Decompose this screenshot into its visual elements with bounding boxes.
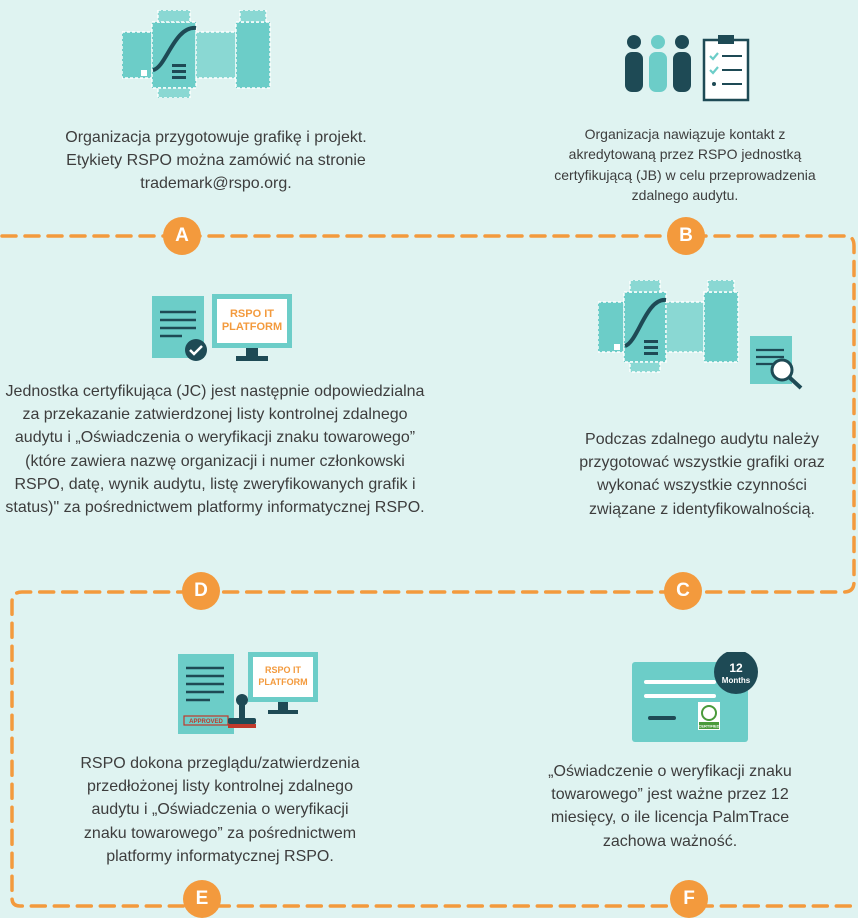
step-f-text: „Oświadczenie o weryfikacji znaku towaro… <box>548 763 792 850</box>
certified-label: CERTIFIED <box>698 724 719 729</box>
people-checklist-icon <box>625 35 750 102</box>
platform-label-1: RSPO IT <box>230 308 274 320</box>
step-c-text: Podczas zdalnego audytu należy przygotow… <box>579 431 825 518</box>
packaging-box-icon <box>122 10 271 98</box>
step-b-text: Organizacja nawiązuje kontakt z akredyto… <box>554 126 816 203</box>
document-monitor-icon: RSPO IT PLATFORM <box>152 294 292 361</box>
step-d-text: Jednostka certyfikująca (JC) jest następ… <box>5 383 425 516</box>
step-e-badge: E <box>183 880 221 918</box>
platform-label-2: PLATFORM <box>222 321 282 333</box>
step-e-text: RSPO dokona przeglądu/zatwierdzenia prze… <box>80 755 360 865</box>
approved-label: APPROVED <box>189 719 223 725</box>
months-number: 12 <box>729 661 743 675</box>
months-label: Months <box>722 676 751 685</box>
platform-label-3: RSPO IT <box>265 665 302 675</box>
certificate-icon: CERTIFIED 12 Months <box>632 652 758 742</box>
stamp-monitor-icon: APPROVED RSPO IT PLATFORM <box>178 652 318 734</box>
platform-label-4: PLATFORM <box>258 677 307 687</box>
step-f-badge: F <box>670 880 708 918</box>
step-a-text: Organizacja przygotowuje grafikę i proje… <box>65 129 367 193</box>
step-c-badge: C <box>664 572 702 610</box>
packaging-magnifier-icon <box>598 280 803 390</box>
step-b-badge: B <box>667 217 705 255</box>
step-d-badge: D <box>182 572 220 610</box>
step-a-badge: A <box>163 217 201 255</box>
